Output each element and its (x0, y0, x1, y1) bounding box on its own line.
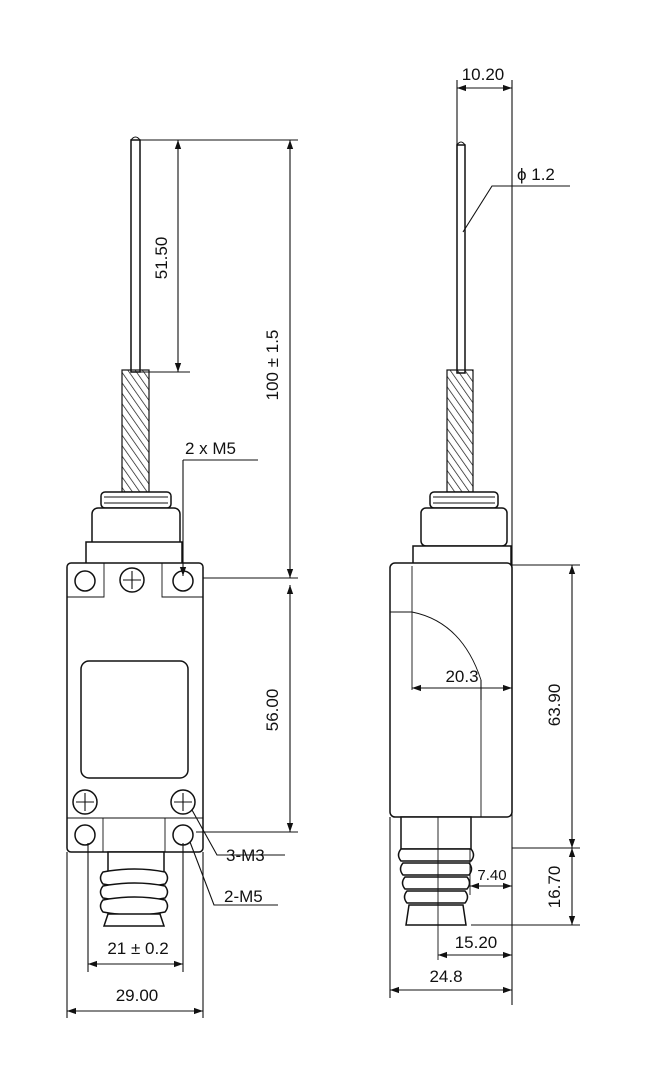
bottom-mount-hole-left (74, 824, 96, 846)
dim-inner-width: 20.3 (412, 667, 512, 700)
dim-side-total-width-label: 24.8 (429, 967, 462, 986)
dim-front-body-height-label: 56.00 (263, 689, 282, 732)
callout-top-holes-label: 2 x M5 (185, 439, 236, 458)
dim-rod-offset-label: 10.20 (462, 65, 505, 84)
front-plunger-boot (99, 851, 169, 927)
dim-rod-length-label: 51.50 (152, 237, 171, 280)
dim-total-height-label: 100 ± 1.5 (263, 330, 282, 401)
dim-plunger-step: 7.40 (470, 867, 512, 890)
callout-bottom-screws-label: 3-M3 (226, 846, 265, 865)
dim-rod-diameter: ϕ 1.2 (462, 165, 570, 233)
dim-plunger-height: 16.70 (471, 848, 580, 926)
front-collar (85, 491, 183, 565)
callout-bottom-holes-label: 2-M5 (224, 887, 263, 906)
dim-rod-offset: 10.20 (456, 65, 513, 1005)
side-plunger-boot (397, 816, 475, 960)
callout-bottom-screws: 3-M3 (191, 809, 285, 865)
side-switch-body (389, 562, 513, 818)
dim-rod-diameter-label: ϕ 1.2 (517, 165, 555, 184)
callout-top-holes: 2 x M5 (179, 439, 258, 576)
dim-mount-spacing: 21 ± 0.2 (87, 843, 184, 972)
front-spring (121, 369, 150, 493)
dim-plunger-step-label: 7.40 (477, 867, 506, 884)
dim-front-body-height: 56.00 (196, 585, 298, 833)
front-switch-body (66, 562, 204, 853)
front-actuator-rod (130, 136, 141, 373)
front-window (80, 660, 189, 779)
dim-front-body-width-label: 29.00 (116, 986, 159, 1005)
dim-total-height: 100 ± 1.5 (140, 139, 298, 579)
dim-rod-length: 51.50 (140, 139, 190, 373)
dim-plunger-height-label: 16.70 (545, 866, 564, 909)
callout-bottom-holes: 2-M5 (189, 841, 278, 906)
dim-plunger-width: 15.20 (438, 933, 512, 959)
dim-side-body-height-label: 63.90 (545, 684, 564, 727)
bottom-screw-right-icon (170, 789, 196, 815)
side-view: 10.20 ϕ 1.2 20.3 63.90 7.40 16.7 (389, 65, 580, 1005)
dim-plunger-width-label: 15.20 (455, 933, 498, 952)
side-collar (412, 491, 512, 567)
bottom-screw-left-icon (72, 789, 98, 815)
top-screw-icon (119, 567, 145, 593)
dim-front-body-width: 29.00 (66, 852, 204, 1018)
dim-inner-width-label: 20.3 (445, 667, 478, 686)
dim-side-total-width: 24.8 (389, 817, 512, 998)
dim-side-body-height: 63.90 (512, 564, 580, 849)
side-spring (446, 369, 474, 493)
dim-mount-spacing-label: 21 ± 0.2 (107, 939, 168, 958)
side-actuator-rod (456, 141, 466, 374)
front-view: 51.50 100 ± 1.5 56.00 2 x M5 3-M3 (66, 136, 298, 1018)
